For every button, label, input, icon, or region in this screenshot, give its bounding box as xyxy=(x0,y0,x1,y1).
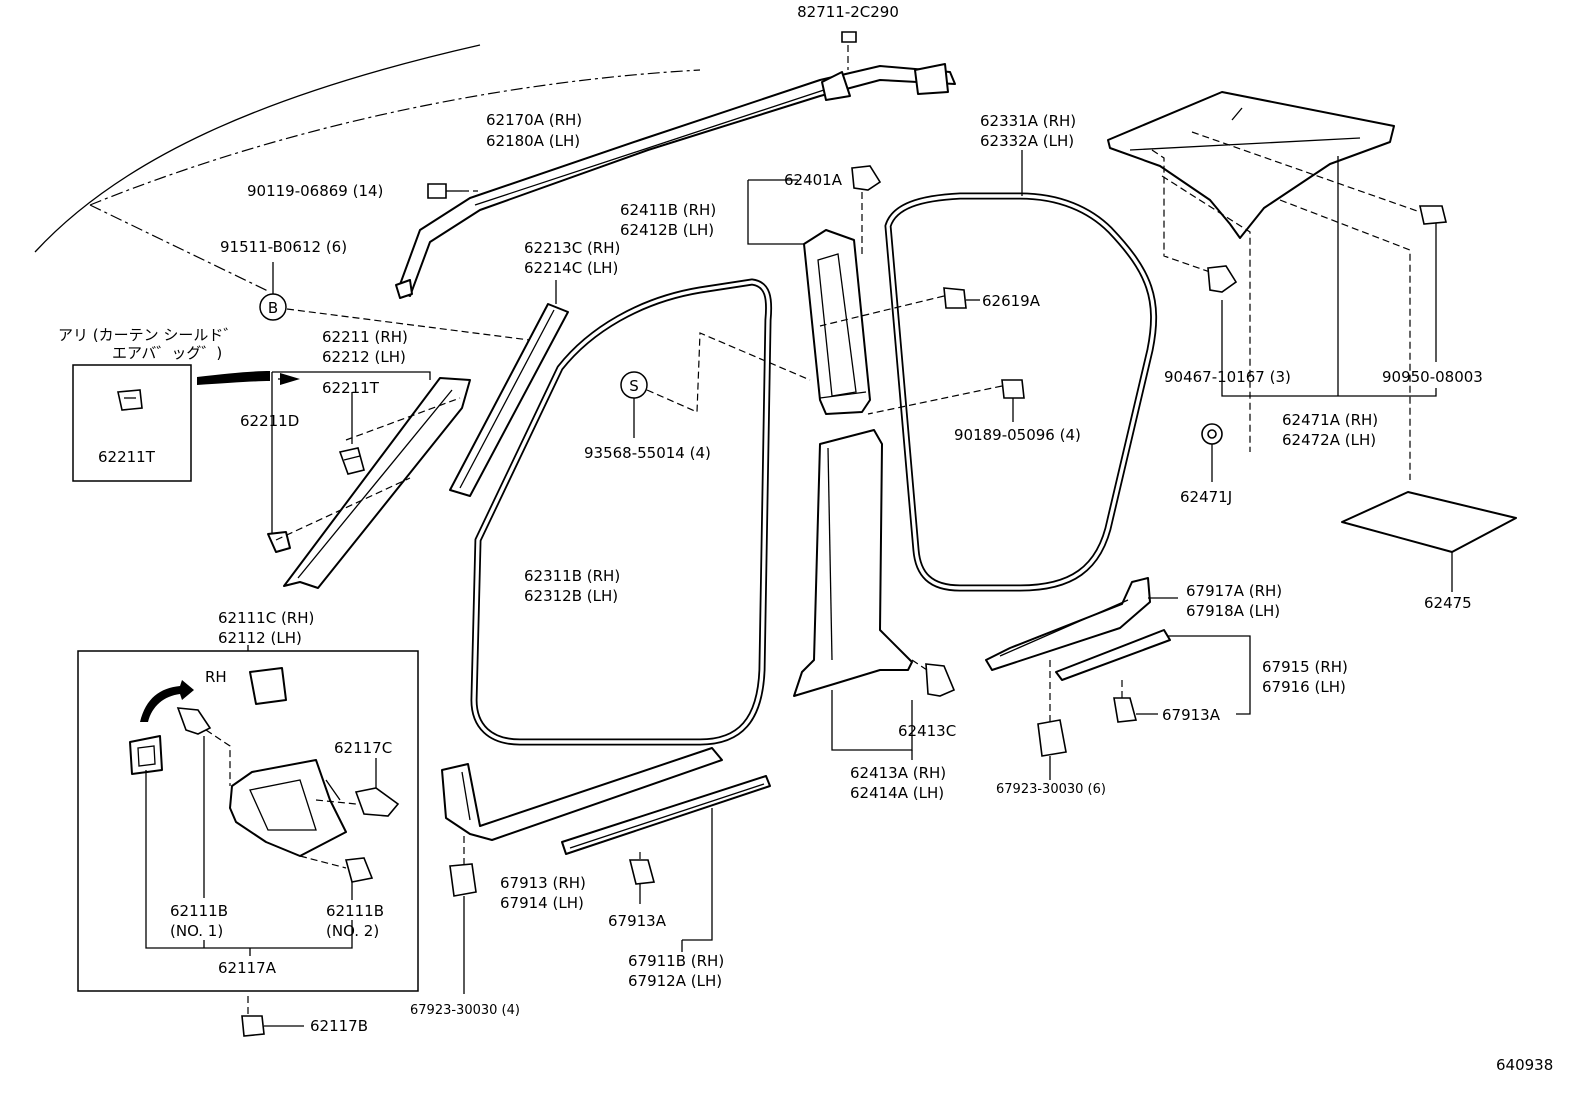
callout-62111b-no1: 62111B xyxy=(170,902,228,920)
clip-62619a xyxy=(819,287,980,327)
callout-67916: 67916 (LH) xyxy=(1262,678,1346,696)
callout-rh: RH xyxy=(205,668,227,686)
callout-62212: 62212 (LH) xyxy=(322,348,406,366)
callout-62312b: 62312B (LH) xyxy=(524,587,618,605)
callout-90189-05096: 90189-05096 (4) xyxy=(954,426,1081,444)
callout-90950-08003: 90950-08003 xyxy=(1382,368,1483,386)
callout-62331a: 62331A (RH) xyxy=(980,112,1076,130)
callout-62411b: 62411B (RH) xyxy=(620,201,716,219)
callout-airbag-jp-line2: エアバ゛ッグ゛) xyxy=(112,344,222,362)
ref-s-label: S xyxy=(629,377,639,395)
callout-62414a: 62414A (LH) xyxy=(850,784,944,802)
callout-91511-b0612: 91511-B0612 (6) xyxy=(220,238,347,256)
mat-62475 xyxy=(1341,491,1517,592)
callout-62214c: 62214C (LH) xyxy=(524,259,618,277)
callout-labels: 82711-2C290 62170A (RH) 62180A (LH) 9011… xyxy=(58,3,1483,1035)
ref-b-label: B xyxy=(268,299,278,317)
callout-62619a: 62619A xyxy=(982,292,1041,310)
ref-circle-s: S xyxy=(620,332,811,438)
callout-93568-55014: 93568-55014 (4) xyxy=(584,444,711,462)
clip-90467 xyxy=(1207,265,1238,293)
callout-62112: 62112 (LH) xyxy=(218,629,302,647)
callout-62332a: 62332A (LH) xyxy=(980,132,1074,150)
callout-62213c: 62213C (RH) xyxy=(524,239,620,257)
rear-scuff-plate xyxy=(985,577,1251,780)
callout-62170a: 62170A (RH) xyxy=(486,111,582,129)
callout-62311b: 62311B (RH) xyxy=(524,567,620,585)
curtain-airbag xyxy=(395,31,956,299)
callout-62117c: 62117C xyxy=(334,739,392,757)
clip-62211t xyxy=(338,447,365,475)
callout-62413a: 62413A (RH) xyxy=(850,764,946,782)
a-pillar-garnish xyxy=(267,371,471,589)
rear-quarter-trim xyxy=(1107,91,1437,480)
diagram-id: 640938 xyxy=(1496,1056,1553,1074)
callout-82711-2c290: 82711-2C290 xyxy=(797,3,899,21)
callout-62111b-no2-note: (NO. 2) xyxy=(326,922,379,940)
callout-62471a: 62471A (RH) xyxy=(1282,411,1378,429)
callout-62475: 62475 xyxy=(1424,594,1472,612)
callout-62413c: 62413C xyxy=(898,722,956,740)
trim-strip-62213c xyxy=(449,280,569,497)
callout-62211t: 62211T xyxy=(322,379,380,397)
callout-67913a-middle: 67913A xyxy=(608,912,667,930)
callout-90467-10167: 90467-10167 (3) xyxy=(1164,368,1291,386)
callout-62117a: 62117A xyxy=(218,959,277,977)
callout-62111c: 62111C (RH) xyxy=(218,609,314,627)
inset-box-62211t xyxy=(72,364,300,482)
callout-67911b: 67911B (RH) xyxy=(628,952,724,970)
callout-67923-30030-right: 67923-30030 (6) xyxy=(996,782,1106,797)
callout-62211: 62211 (RH) xyxy=(322,328,408,346)
callout-67912a: 67912A (LH) xyxy=(628,972,722,990)
callout-62117b: 62117B xyxy=(310,1017,368,1035)
callout-67913a-right: 67913A xyxy=(1162,706,1221,724)
callout-62211t-inset: 62211T xyxy=(98,448,156,466)
callout-67923-30030-left: 67923-30030 (4) xyxy=(410,1003,520,1018)
rear-door-seal xyxy=(884,150,1158,592)
callout-67915: 67915 (RH) xyxy=(1262,658,1348,676)
callout-62180a: 62180A (LH) xyxy=(486,132,580,150)
body-outline xyxy=(34,44,701,293)
front-door-seal xyxy=(470,278,773,746)
callout-67917a: 67917A (RH) xyxy=(1186,582,1282,600)
bolt-90119 xyxy=(427,183,478,199)
ref-circle-b: B xyxy=(259,262,546,343)
callout-62211d: 62211D xyxy=(240,412,299,430)
callout-62401a: 62401A xyxy=(784,171,843,189)
callout-62412b: 62412B (LH) xyxy=(620,221,714,239)
inset-box-cowl-trim xyxy=(77,645,419,1037)
callout-62471j: 62471J xyxy=(1180,488,1232,506)
center-pillar-lower xyxy=(793,429,956,760)
callout-67914: 67914 (LH) xyxy=(500,894,584,912)
front-scuff-plate xyxy=(441,747,771,994)
callout-62472a: 62472A (LH) xyxy=(1282,431,1376,449)
callout-62111b-no2: 62111B xyxy=(326,902,384,920)
callout-90119-06869: 90119-06869 (14) xyxy=(247,182,383,200)
clip-90189 xyxy=(867,379,1025,422)
callout-airbag-jp-line1: アリ (カーテン シールド゛ xyxy=(58,326,238,344)
callout-67918a: 67918A (LH) xyxy=(1186,602,1280,620)
clip-90950 xyxy=(1419,205,1448,225)
clip-62471j xyxy=(1201,423,1223,482)
callout-62111b-no1-note: (NO. 1) xyxy=(170,922,223,940)
callout-67913: 67913 (RH) xyxy=(500,874,586,892)
